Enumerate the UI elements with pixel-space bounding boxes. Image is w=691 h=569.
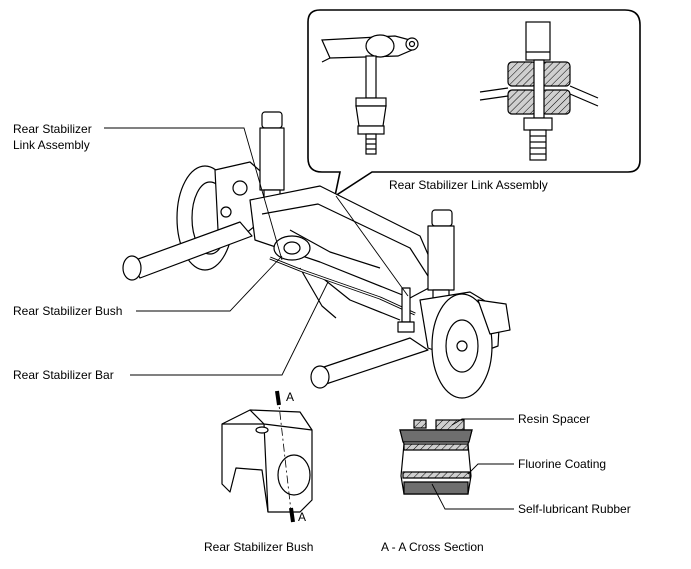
link-cross-section — [479, 21, 599, 161]
label-link-assembly-line1: Rear Stabilizer — [13, 122, 92, 136]
section-mark-bottom: A — [298, 510, 307, 524]
inset-caption: Rear Stabilizer Link Assembly — [389, 178, 548, 192]
link-assembly-drawing — [321, 34, 419, 155]
bush-drawing — [221, 409, 313, 513]
label-fluorine-coating: Fluorine Coating — [518, 457, 607, 471]
label-self-lubricant-rubber: Self-lubricant Rubber — [518, 502, 631, 516]
label-link-assembly-line2: Link Assembly — [13, 138, 90, 152]
bush-cross-section — [399, 419, 473, 495]
section-line-aa — [275, 390, 295, 523]
label-rear-stabilizer-bar: Rear Stabilizer Bar — [13, 368, 114, 382]
caption-cross-section: A - A Cross Section — [381, 540, 484, 554]
label-rear-stabilizer-bush: Rear Stabilizer Bush — [13, 304, 123, 318]
label-resin-spacer: Resin Spacer — [518, 412, 591, 426]
leader-lines — [104, 127, 514, 510]
caption-rear-stabilizer-bush: Rear Stabilizer Bush — [204, 540, 314, 554]
section-mark-top: A — [286, 390, 295, 404]
suspension-assembly — [122, 111, 511, 399]
